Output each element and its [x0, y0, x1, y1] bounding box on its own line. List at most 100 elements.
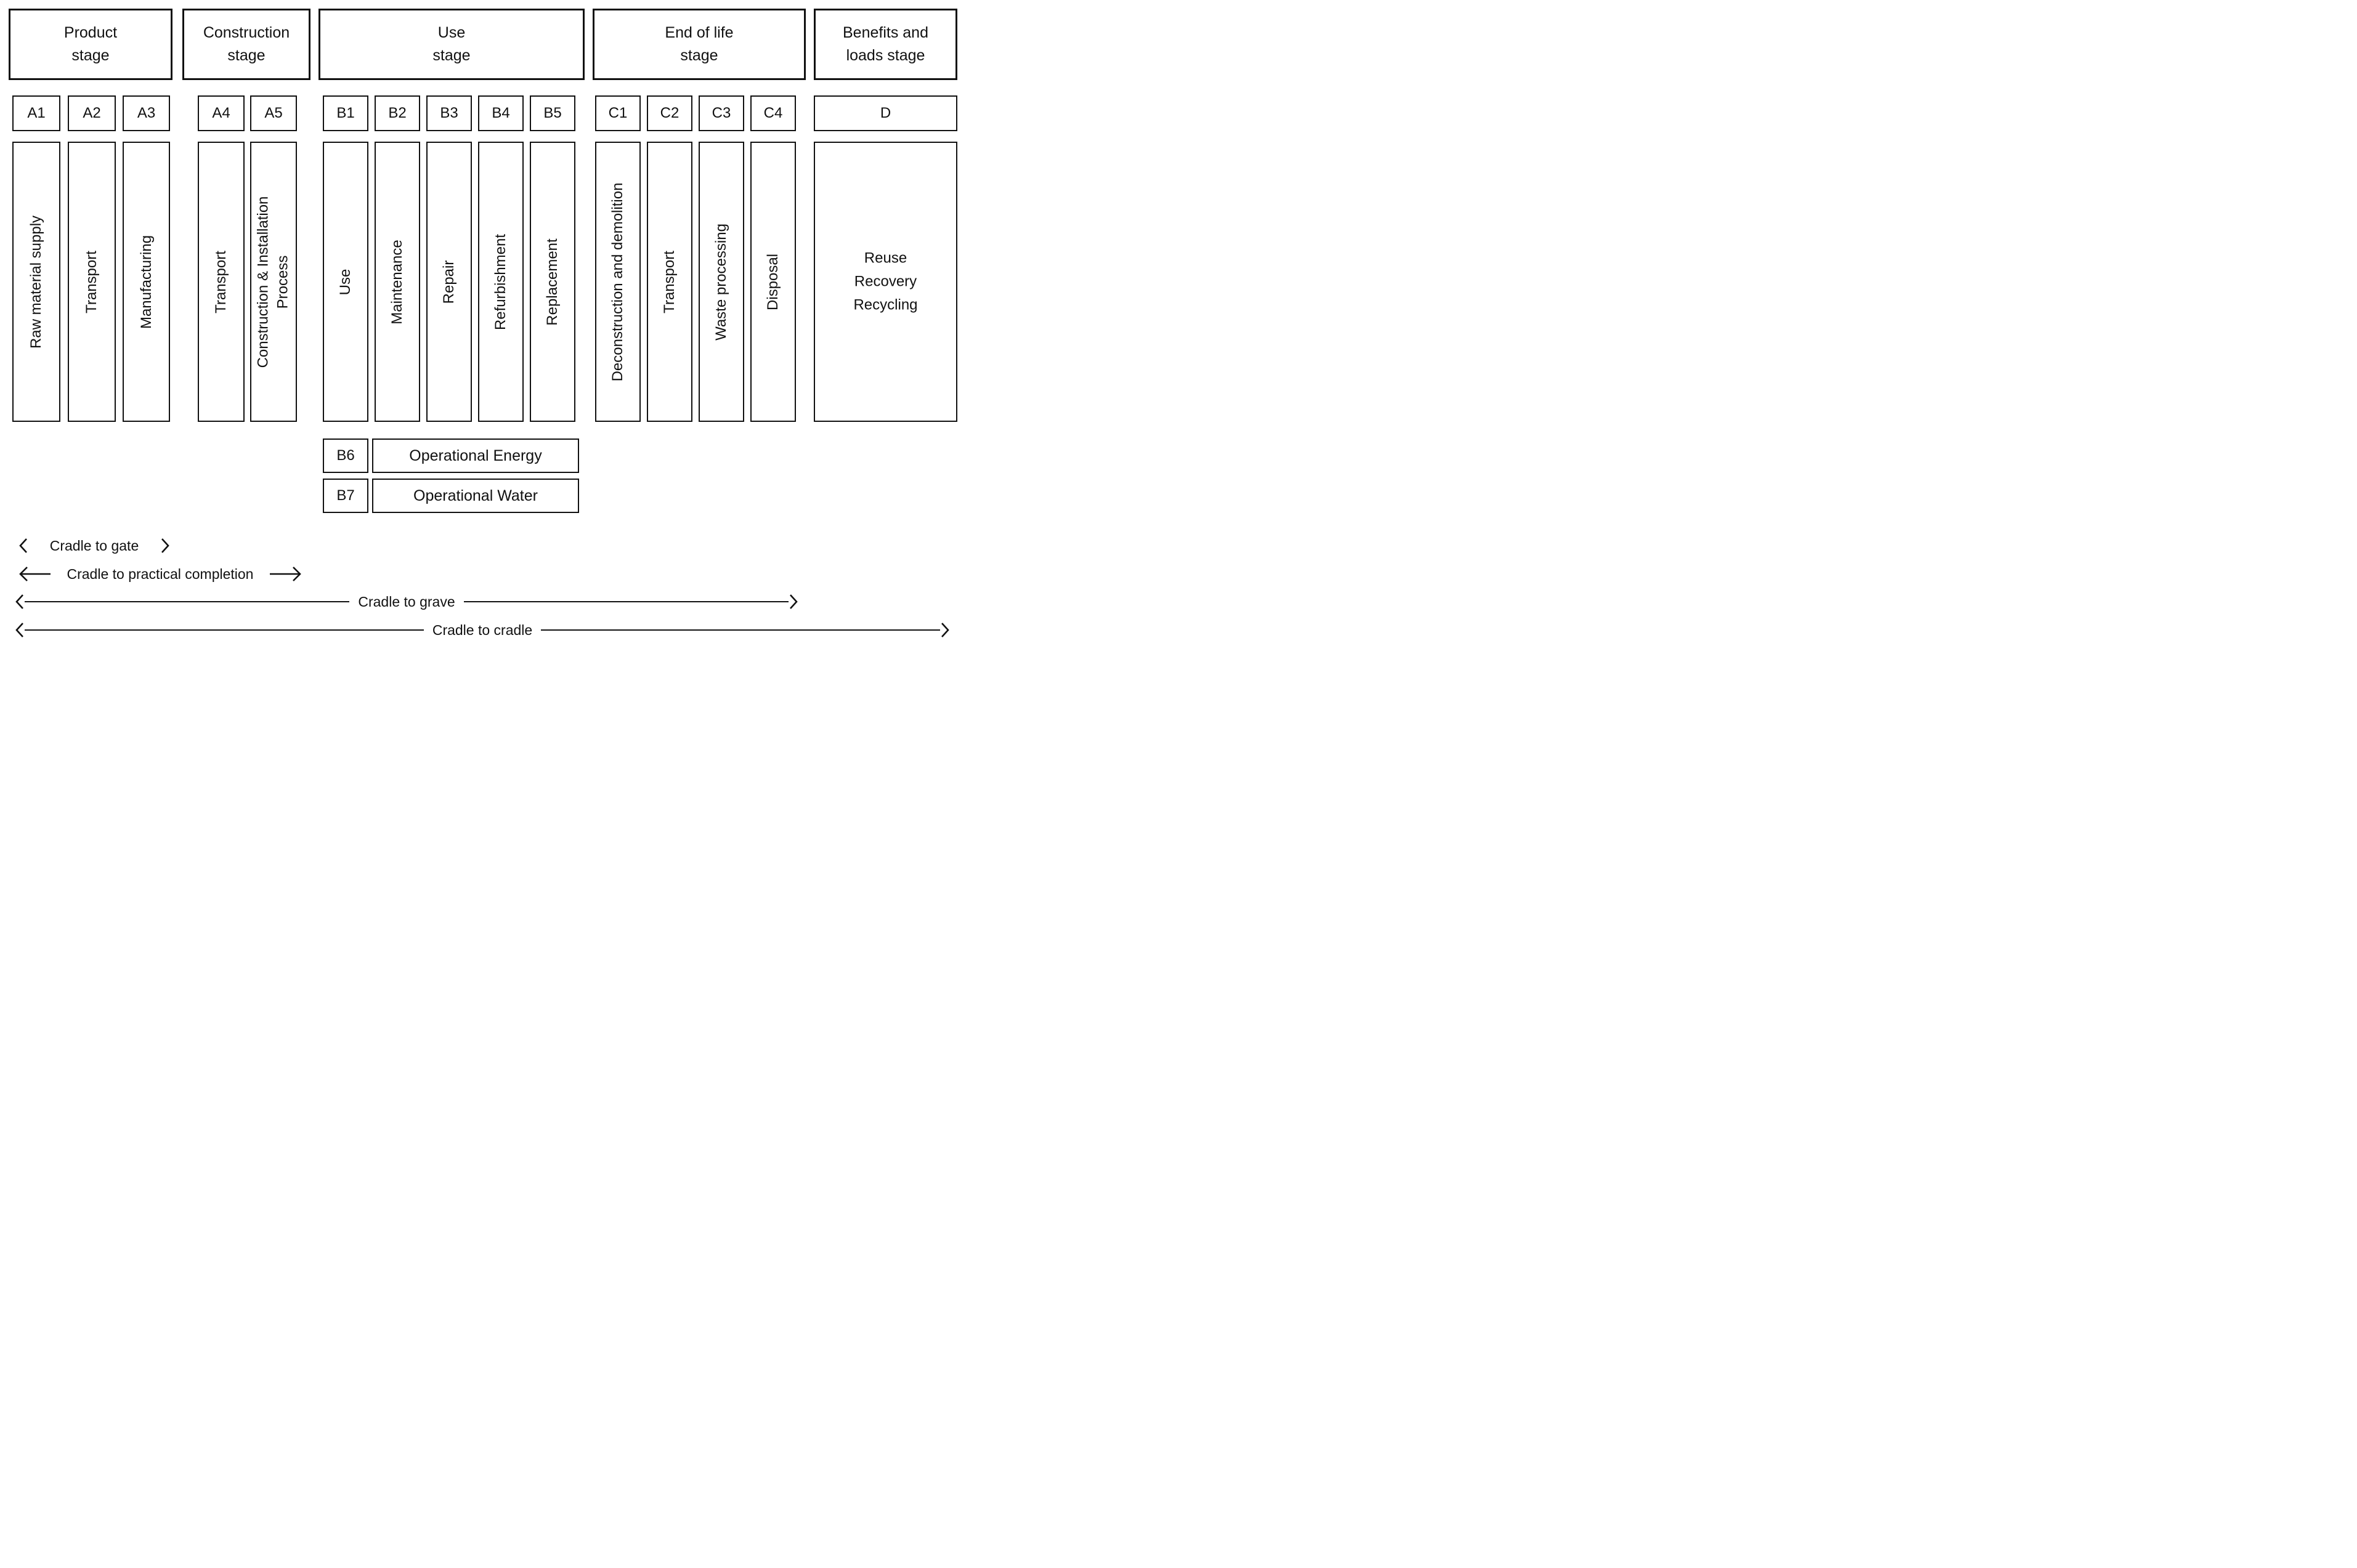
module-code-label: D — [880, 105, 891, 121]
module-code-label: C4 — [763, 105, 783, 121]
module-code-b7: B7 — [323, 479, 368, 513]
module-code-label: A4 — [212, 105, 230, 121]
module-box-b3: Repair — [426, 142, 472, 422]
module-code-b6: B6 — [323, 438, 368, 473]
module-code-a2: A2 — [68, 95, 116, 131]
module-code-label: B7 — [336, 487, 355, 504]
module-code-label: C3 — [712, 105, 731, 121]
module-label: Manufacturing — [137, 235, 155, 329]
scope-row-cradle-to-grave: Cradle to grave — [15, 591, 798, 612]
module-box-c4: Disposal — [750, 142, 796, 422]
module-code-label: C1 — [608, 105, 628, 121]
arrow-line — [463, 601, 789, 602]
module-label-line: Process — [275, 255, 291, 309]
module-label: Operational Energy — [409, 447, 542, 464]
module-code-c4: C4 — [750, 95, 796, 131]
arrow-right-icon — [790, 594, 798, 609]
stage-header-line: stage — [432, 47, 471, 64]
module-box-b2: Maintenance — [375, 142, 420, 422]
module-code-b1: B1 — [323, 95, 368, 131]
stage-header-line: Construction — [203, 23, 290, 41]
module-code-label: A2 — [83, 105, 101, 121]
arrow-line — [25, 601, 350, 602]
scope-row-cradle-to-cradle: Cradle to cradle — [15, 620, 950, 641]
module-box-a4: Transport — [198, 142, 245, 422]
module-label: Deconstruction and demolition — [609, 182, 626, 381]
module-code-b5: B5 — [530, 95, 575, 131]
arrow-right-icon — [270, 567, 301, 581]
module-code-a5: A5 — [250, 95, 297, 131]
module-code-label: C2 — [660, 105, 680, 121]
arrow-left-icon — [15, 594, 23, 609]
module-label: Repair — [440, 260, 457, 304]
lca-lifecycle-stages-diagram: Product stage Construction stage Use sta… — [0, 0, 966, 647]
module-label: Replacement — [543, 238, 561, 326]
module-box-b1: Use — [323, 142, 368, 422]
module-code-c3: C3 — [699, 95, 744, 131]
module-label: Maintenance — [388, 239, 405, 325]
module-label-line: Reuse — [864, 249, 907, 266]
module-label: Waste processing — [712, 223, 729, 341]
stage-header-benefits-loads: Benefits and loads stage — [814, 9, 957, 80]
stage-header-line: Use — [437, 23, 466, 41]
module-code-label: A3 — [137, 105, 156, 121]
module-code-label: B4 — [492, 105, 510, 121]
module-label: Reuse Recovery Recycling — [853, 246, 917, 317]
module-code-label: B3 — [440, 105, 458, 121]
module-code-d: D — [814, 95, 957, 131]
stage-header-line: Product — [63, 23, 118, 41]
stage-header-use: Use stage — [318, 9, 585, 80]
module-box-b6: Operational Energy — [372, 438, 579, 473]
module-label: Transport — [660, 250, 678, 313]
stage-header-product: Product stage — [9, 9, 172, 80]
stage-header-line: stage — [71, 47, 110, 64]
arrow-left-icon — [19, 567, 51, 581]
module-box-c2: Transport — [647, 142, 692, 422]
module-label-line: Construction & Installation — [254, 196, 272, 368]
module-label: Disposal — [764, 253, 781, 310]
module-box-c1: Deconstruction and demolition — [595, 142, 641, 422]
module-code-c1: C1 — [595, 95, 641, 131]
module-code-label: B5 — [543, 105, 562, 121]
module-code-b4: B4 — [478, 95, 524, 131]
module-code-a4: A4 — [198, 95, 245, 131]
module-label: Transport — [212, 250, 229, 313]
arrow-left-icon — [19, 538, 27, 553]
arrow-right-icon — [941, 623, 949, 637]
module-box-b5: Replacement — [530, 142, 575, 422]
module-label: Operational Water — [413, 487, 538, 504]
stage-header-construction: Construction stage — [182, 9, 310, 80]
arrow-line — [541, 629, 941, 631]
module-code-label: B6 — [336, 447, 355, 464]
stage-header-line: End of life — [665, 23, 734, 41]
module-box-a3: Manufacturing — [123, 142, 170, 422]
scope-row-cradle-to-gate: Cradle to gate — [18, 535, 170, 556]
arrow-line — [25, 629, 424, 631]
module-code-label: A1 — [27, 105, 46, 121]
module-code-label: B2 — [388, 105, 407, 121]
arrow-left-icon — [15, 623, 23, 637]
scope-label: Cradle to gate — [49, 537, 139, 554]
scope-row-cradle-to-practical-completion: Cradle to practical completion — [18, 564, 302, 584]
arrow-right-icon — [161, 538, 169, 553]
module-code-b2: B2 — [375, 95, 420, 131]
module-label-line: Recovery — [854, 273, 917, 290]
module-label: Transport — [83, 250, 100, 313]
module-box-b4: Refurbishment — [478, 142, 524, 422]
module-label: Construction & Installation Process — [254, 196, 294, 368]
stage-header-line: Benefits and — [843, 23, 928, 41]
scope-label: Cradle to practical completion — [67, 565, 254, 582]
module-code-label: A5 — [264, 105, 283, 121]
stage-header-line: loads stage — [846, 47, 925, 64]
module-box-a2: Transport — [68, 142, 116, 422]
stage-header-line: stage — [227, 47, 266, 64]
module-code-b3: B3 — [426, 95, 472, 131]
module-code-c2: C2 — [647, 95, 692, 131]
module-code-a3: A3 — [123, 95, 170, 131]
module-box-a5: Construction & Installation Process — [250, 142, 297, 422]
stage-header-end-of-life: End of life stage — [593, 9, 806, 80]
module-box-c3: Waste processing — [699, 142, 744, 422]
module-box-d: Reuse Recovery Recycling — [814, 142, 957, 422]
module-box-b7: Operational Water — [372, 479, 579, 513]
scope-label: Cradle to grave — [358, 593, 455, 610]
